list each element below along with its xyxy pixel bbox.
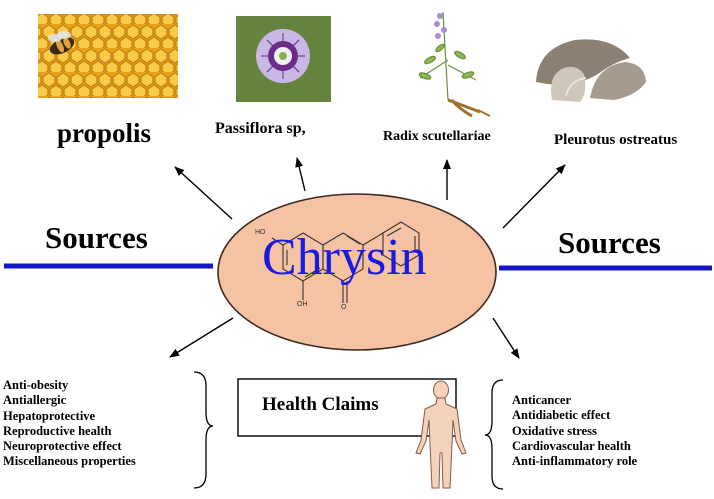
left-claims-list: Anti-obesity Antiallergic Hepatoprotecti… (3, 378, 136, 470)
source-label-passiflora: Passiflora sp, (215, 120, 306, 137)
claim-item: Oxidative stress (512, 423, 597, 438)
health-claims-title: Health Claims (262, 394, 379, 415)
claim-item: Miscellaneous properties (3, 454, 136, 469)
claim-item: Antiallergic (3, 393, 67, 408)
source-label-radix: Radix scutellariae (383, 129, 491, 144)
human-figure-icon (415, 380, 467, 489)
right-brace (484, 379, 504, 490)
sources-label-right: Sources (558, 225, 661, 260)
chrysin-structure (271, 221, 420, 303)
atom-label-oh: OH (297, 301, 308, 308)
claim-item: Reproductive health (3, 423, 112, 438)
claim-item: Anti-obesity (3, 378, 69, 392)
claim-item: Neuroprotective effect (3, 439, 122, 454)
claim-item: Hepatoprotective (3, 408, 96, 423)
health-claims-box (237, 378, 457, 437)
chrysin-title: Chrysin (262, 229, 427, 286)
source-label-propolis: propolis (57, 118, 152, 148)
claim-item: Anti-inflammatory role (512, 454, 638, 469)
atom-label-ho: HO (255, 229, 266, 236)
oyster-mushroom-image (536, 39, 646, 102)
honeycomb-image (38, 14, 178, 98)
sources-label-left: Sources (45, 220, 148, 255)
passion-flower-image (236, 16, 331, 102)
claim-item: Anticancer (512, 393, 572, 407)
arrow-to-passiflora (295, 157, 306, 192)
arrow-to-propolis (174, 166, 233, 220)
arrow-to-pleurotus (502, 164, 566, 229)
bee-icon (48, 31, 75, 55)
scutellaria-plant-image (418, 11, 491, 118)
right-claims-list: Anticancer Antidiabetic effect Oxidative… (512, 393, 637, 469)
left-brace (193, 371, 214, 489)
atom-label-o: O (341, 304, 347, 311)
arrow-to-right-claims (492, 317, 520, 359)
arrow-to-left-claims (169, 317, 234, 358)
source-label-pleurotus: Pleurotus ostreatus (554, 132, 678, 148)
claim-item: Antidiabetic effect (512, 408, 611, 423)
claim-item: Cardiovascular health (512, 438, 631, 453)
